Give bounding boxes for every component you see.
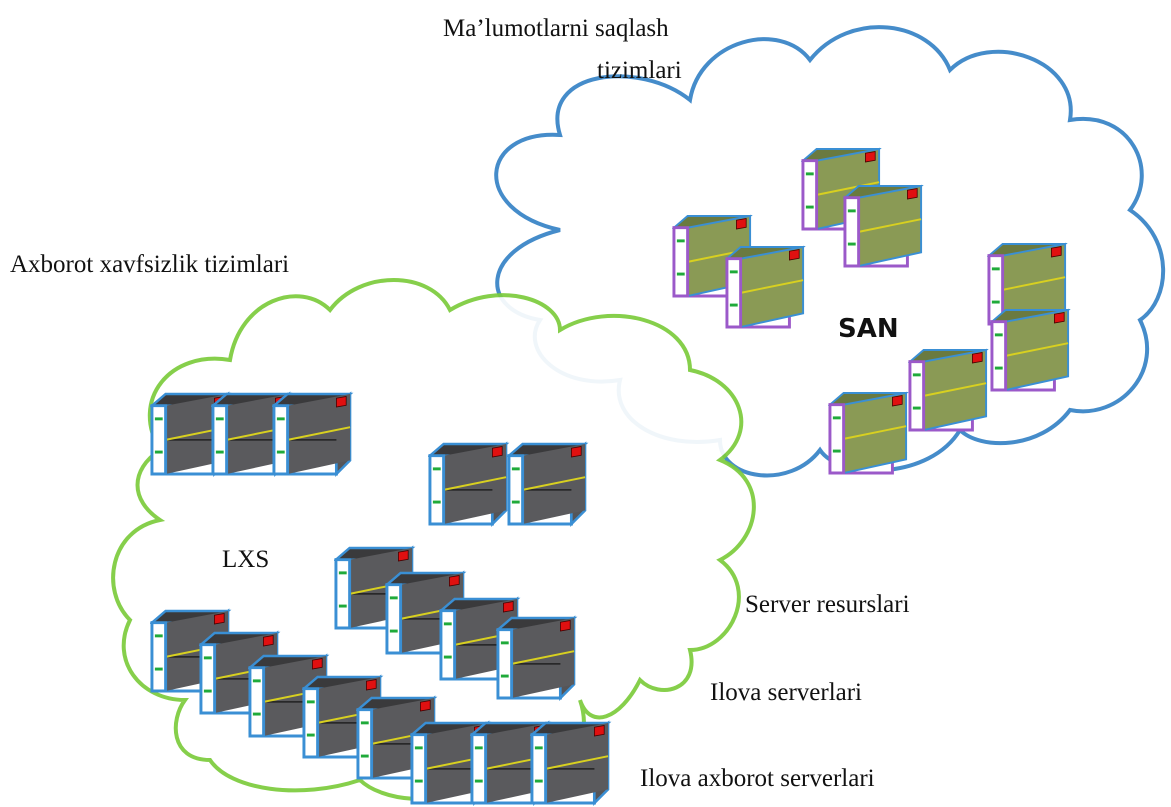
server-rack-icon [507, 442, 587, 526]
application-info-servers-label: Ilova axborot serverlari [640, 765, 875, 792]
storage-unit-icon [828, 391, 908, 475]
security-systems-label: Axborot xavfsizlik tizimlari [10, 251, 290, 278]
san-label: SAN [838, 314, 899, 344]
storage-unit-icon [725, 245, 805, 329]
server-rack-icon [428, 442, 508, 526]
server-rack-icon [496, 616, 576, 700]
server-resources-label: Server resurslari [745, 591, 910, 618]
application-servers-label: Ilova serverlari [710, 679, 863, 706]
lxs-label: LXS [222, 546, 270, 573]
server-rack-icon [272, 392, 352, 476]
storage-systems-label: Ma’lumotlarni saqlash [443, 15, 669, 42]
storage-unit-icon [990, 308, 1070, 392]
storage-systems-label-line2: tizimlari [597, 58, 682, 80]
server-rack-icon [530, 721, 610, 805]
storage-unit-icon [908, 348, 988, 432]
storage-unit-icon [843, 184, 923, 268]
